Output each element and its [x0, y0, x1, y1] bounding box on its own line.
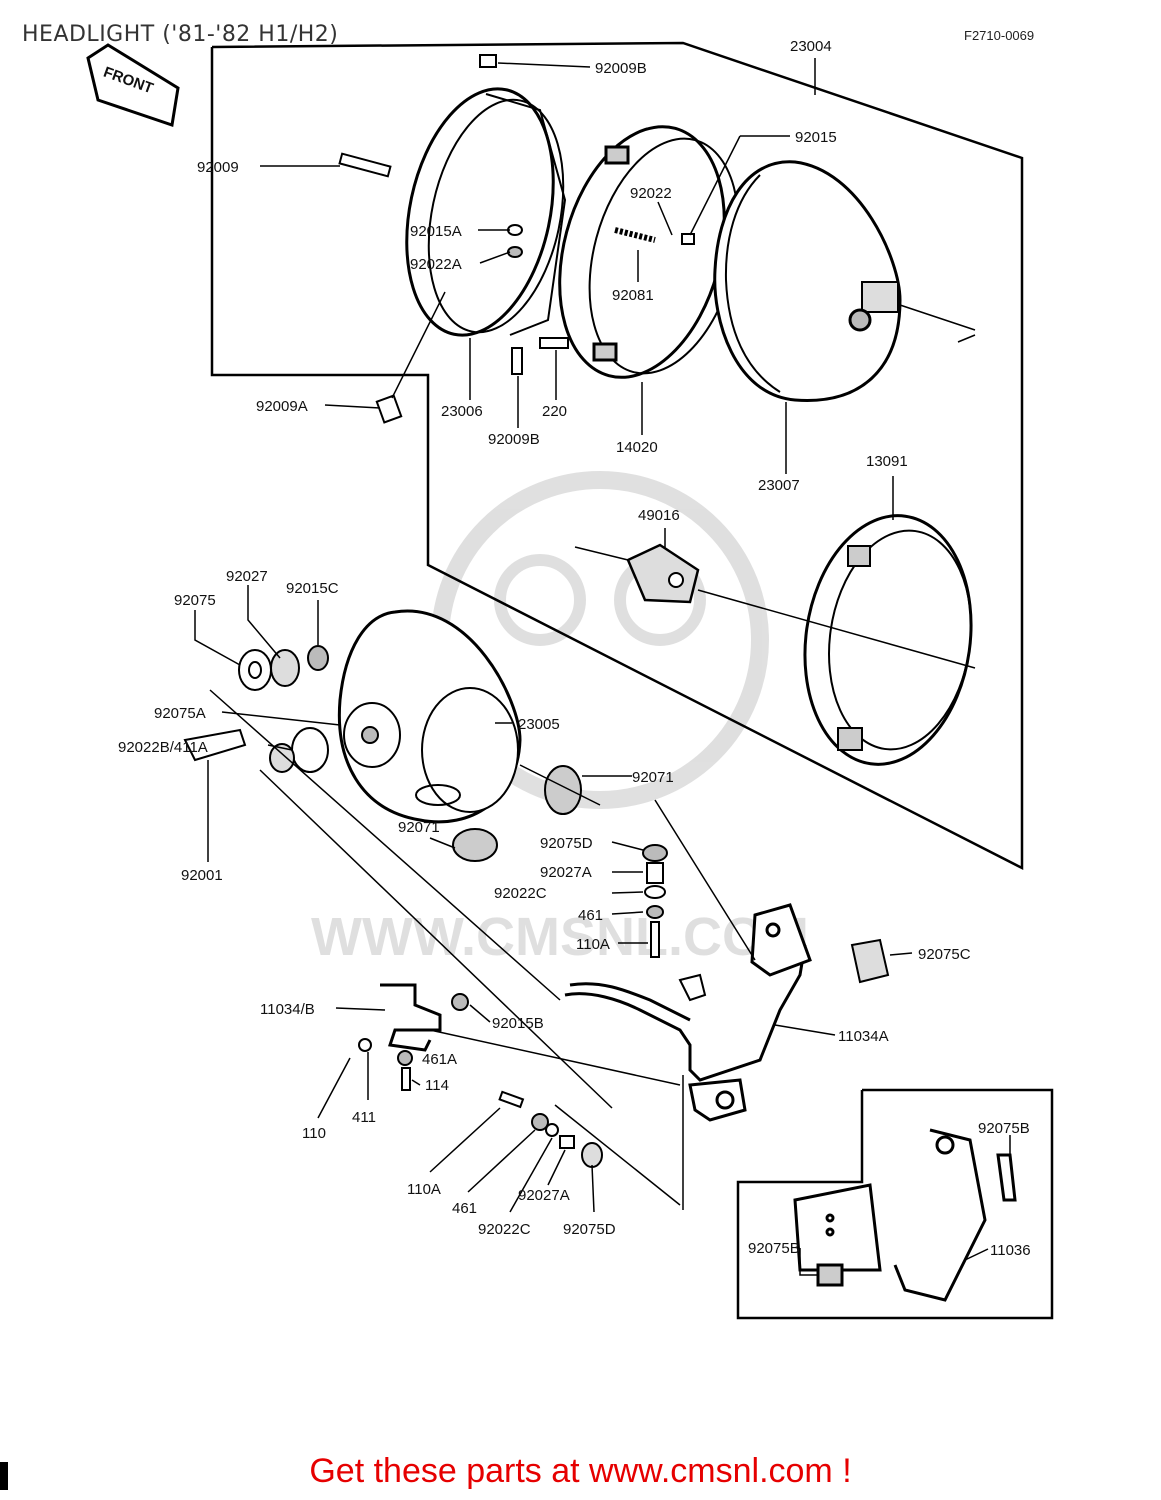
part-92075B-top: 92075B [978, 1120, 1030, 1137]
sealed-beam-unit [713, 160, 976, 402]
part-110A-bottom: 110A [407, 1181, 441, 1198]
part-92015C: 92015C [286, 580, 339, 597]
headlight-rim [405, 87, 567, 337]
part-92009: 92009 [197, 159, 239, 176]
part-49016: 49016 [638, 507, 680, 524]
part-14020: 14020 [616, 439, 658, 456]
part-92022C-bottom: 92022C [478, 1221, 531, 1238]
part-11034-B: 11034/B [260, 1001, 315, 1018]
part-461A: 461A [422, 1051, 457, 1068]
part-92015B: 92015B [492, 1015, 544, 1032]
part-92009A: 92009A [256, 398, 308, 415]
part-92022B-411A: 92022B/411A [118, 739, 208, 756]
part-461-bottom: 461 [452, 1200, 477, 1217]
part-92022C-right: 92022C [494, 885, 547, 902]
part-92075A: 92075A [154, 705, 206, 722]
small-hardware [183, 54, 890, 1168]
headlight-ring [558, 125, 740, 379]
part-23007: 23007 [758, 477, 800, 494]
bracket-11036 [793, 1128, 1017, 1302]
part-92071-right: 92071 [632, 769, 674, 786]
part-92075B-bottom: 92075B [748, 1240, 800, 1257]
front-arrow: FRONT [86, 43, 180, 127]
part-92081: 92081 [612, 287, 654, 304]
part-23004: 23004 [790, 38, 832, 55]
part-92075: 92075 [174, 592, 216, 609]
part-92015: 92015 [795, 129, 837, 146]
page-title: HEADLIGHT ('81-'82 H1/H2) [22, 22, 339, 47]
leader-lines [194, 58, 1011, 1276]
part-11034A: 11034A [838, 1028, 889, 1045]
headlight-mounting-ring [803, 514, 973, 766]
part-92075D-bottom: 92075D [563, 1221, 616, 1238]
part-92027A-right: 92027A [540, 864, 592, 881]
part-114: 114 [425, 1077, 449, 1094]
part-110: 110 [302, 1125, 326, 1142]
part-92001: 92001 [181, 867, 223, 884]
part-220: 220 [542, 403, 567, 420]
watermark-text: WWW.CMSNL.COM [311, 907, 809, 967]
part-92071-left: 92071 [398, 819, 440, 836]
part-92075C: 92075C [918, 946, 971, 963]
assembly-outline [210, 41, 1054, 1320]
part-92027: 92027 [226, 568, 268, 585]
mounting-brackets [380, 903, 812, 1122]
part-411: 411 [352, 1109, 376, 1126]
part-461-right: 461 [578, 907, 603, 924]
adjuster-block [574, 543, 976, 669]
part-23006: 23006 [441, 403, 483, 420]
part-11036: 11036 [990, 1242, 1031, 1259]
part-92022A: 92022A [410, 256, 462, 273]
part-92022: 92022 [630, 185, 672, 202]
promo-footer-link[interactable]: Get these parts at www.cmsnl.com ! [309, 1452, 852, 1490]
headlight-housing [337, 609, 522, 824]
part-92009B-top: 92009B [595, 60, 647, 77]
part-92027A-bottom: 92027A [518, 1187, 570, 1204]
part-92015A: 92015A [410, 223, 462, 240]
part-labels: 23004 92009B 92015 92009 92022 92015A 92… [118, 38, 1031, 1259]
part-92075D-right: 92075D [540, 835, 593, 852]
edge-mark [0, 1462, 8, 1490]
part-92009B-bottom: 92009B [488, 431, 540, 448]
part-23005: 23005 [518, 716, 560, 733]
figure-code: F2710-0069 [964, 28, 1035, 43]
part-110A-right: 110A [576, 936, 610, 953]
watermark: WWW.CMSNL.COM [311, 471, 809, 967]
part-13091: 13091 [866, 453, 908, 470]
